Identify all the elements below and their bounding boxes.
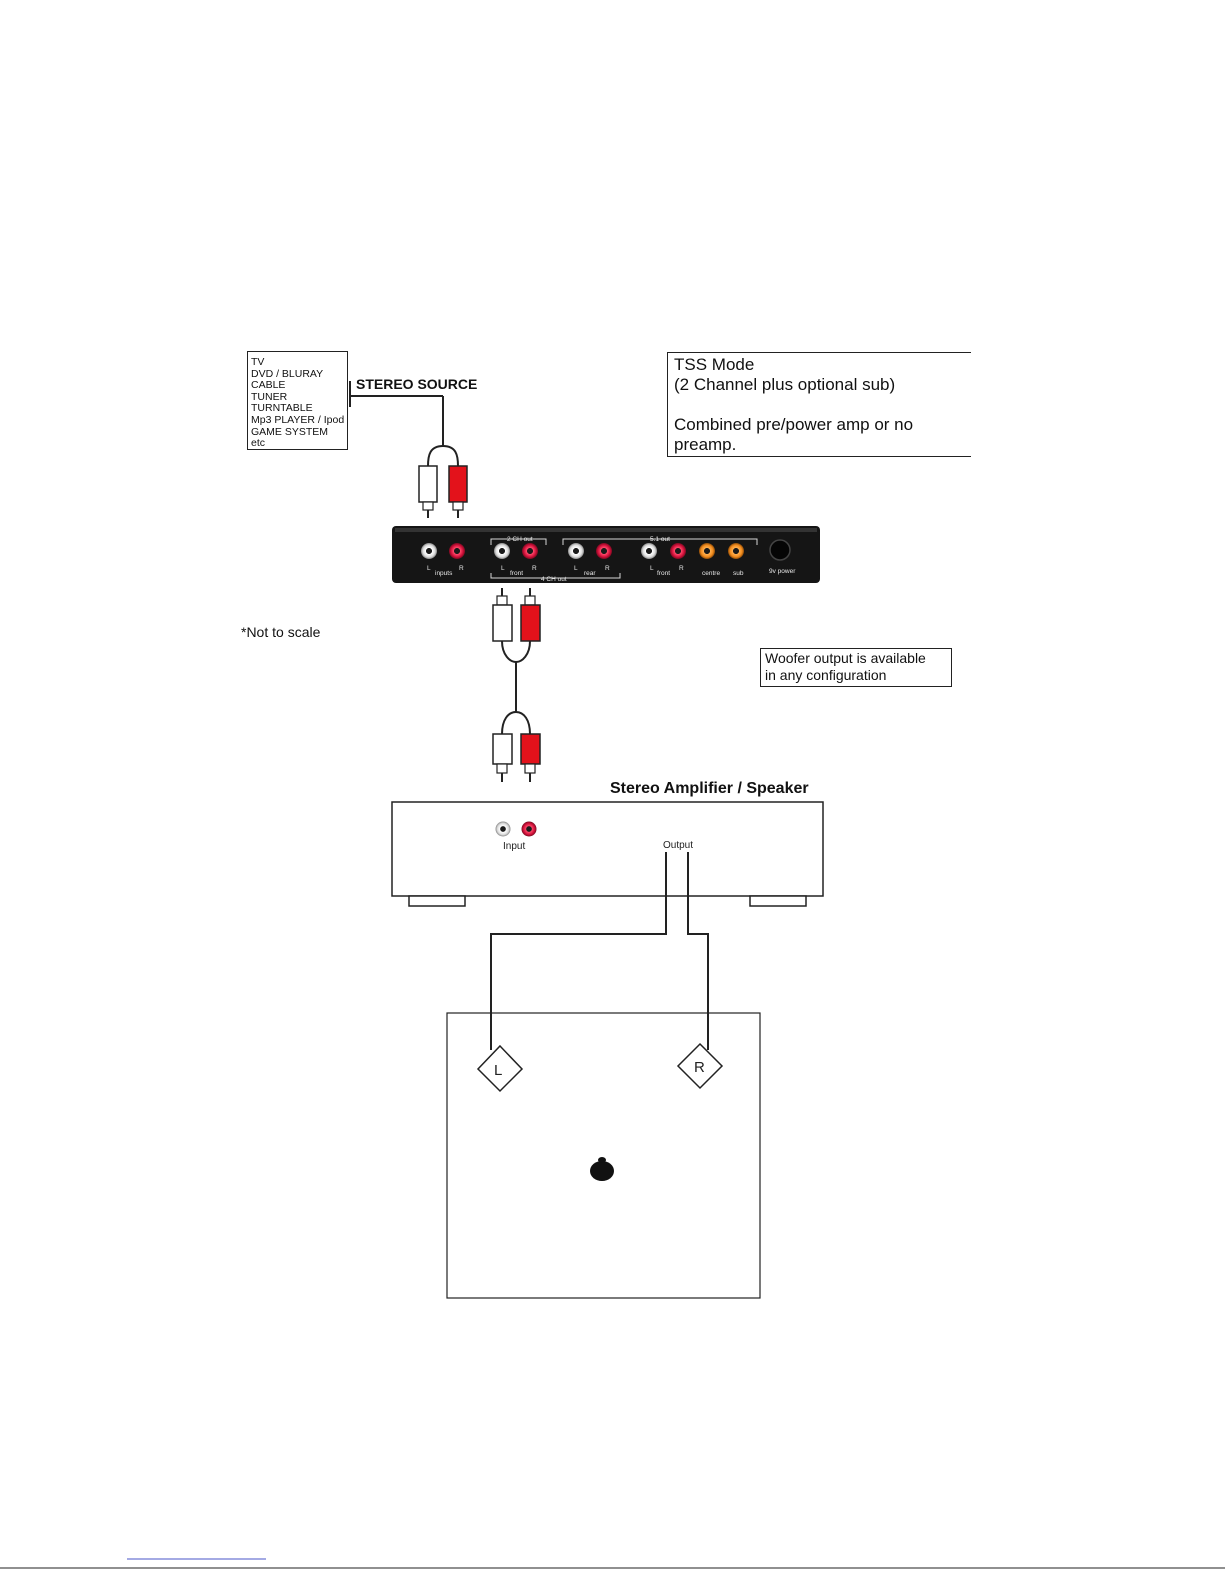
label-R: R <box>459 565 464 572</box>
jack-rear-r <box>596 543 612 559</box>
label-L: L <box>501 565 505 572</box>
tss-mode-note: TSS Mode (2 Channel plus optional sub) C… <box>667 352 971 457</box>
woofer-line: in any configuration <box>765 667 887 683</box>
output-cable <box>492 588 541 782</box>
jack-centre <box>699 543 715 559</box>
jack-sub <box>728 543 744 559</box>
label-R: R <box>605 565 610 572</box>
source-item: DVD / BLURAY <box>251 367 324 380</box>
label-51-out: 5.1 out <box>650 536 670 543</box>
jack-51-front-r <box>670 543 686 559</box>
label-L: L <box>574 565 578 572</box>
label-R: R <box>532 565 537 572</box>
label-centre: centre <box>702 570 720 577</box>
label-L: L <box>650 565 654 572</box>
not-to-scale-note: *Not to scale <box>241 624 321 640</box>
amplifier-box: Input Output <box>391 801 824 907</box>
source-item: GAME SYSTEM <box>251 425 329 438</box>
tss-line: Combined pre/power amp or no <box>674 415 914 434</box>
source-item: etc <box>251 437 266 450</box>
source-device-list: TV DVD / BLURAY CABLE TUNER TURNTABLE Mp… <box>247 351 348 450</box>
tss-device: 2 CH out 5.1 out 4 CH out L R inputs L R… <box>392 526 820 583</box>
source-item: TV <box>251 356 265 368</box>
jack-input-r <box>449 543 465 559</box>
woofer-note: Woofer output is available in any config… <box>760 648 952 687</box>
label-4ch-out: 4 CH out <box>541 576 567 583</box>
source-item: TURNTABLE <box>251 402 313 415</box>
amp-output-label: Output <box>663 840 693 851</box>
amp-input-l <box>495 821 511 837</box>
label-power: 9v power <box>769 568 796 575</box>
label-L: L <box>427 565 431 572</box>
tss-line: TSS Mode <box>674 355 755 374</box>
source-plugs <box>418 465 468 518</box>
jack-rear-l <box>568 543 584 559</box>
tss-line: preamp. <box>674 435 737 454</box>
source-item: Mp3 PLAYER / Ipod <box>251 413 345 426</box>
source-cable <box>349 381 459 467</box>
source-item: CABLE <box>251 379 286 392</box>
speaker-wires <box>490 852 709 1050</box>
amp-input-label: Input <box>503 841 525 852</box>
jack-power <box>769 539 791 561</box>
label-2ch-out: 2 CH out <box>507 536 533 543</box>
right-speaker <box>676 1042 724 1090</box>
label-inputs: inputs <box>435 570 453 577</box>
jack-front-r <box>522 543 538 559</box>
label-front-51: front <box>657 570 670 577</box>
listener-icon <box>590 1157 614 1181</box>
woofer-line: Woofer output is available <box>765 650 926 666</box>
tss-line: (2 Channel plus optional sub) <box>674 375 896 394</box>
source-item: TUNER <box>251 390 288 403</box>
right-speaker-label: R <box>694 1059 705 1076</box>
speaker-room: L R <box>446 1012 761 1299</box>
label-front: front <box>510 570 523 577</box>
jack-input-l <box>421 543 437 559</box>
jack-51-front-l <box>641 543 657 559</box>
jack-front-l <box>494 543 510 559</box>
stereo-source-label: STEREO SOURCE <box>356 376 478 392</box>
label-sub: sub <box>733 570 744 577</box>
label-rear: rear <box>584 570 596 577</box>
amplifier-title: Stereo Amplifier / Speaker <box>610 780 809 797</box>
left-speaker <box>476 1044 524 1093</box>
label-R: R <box>679 565 684 572</box>
left-speaker-label: L <box>494 1062 502 1079</box>
amp-input-r <box>521 821 537 837</box>
